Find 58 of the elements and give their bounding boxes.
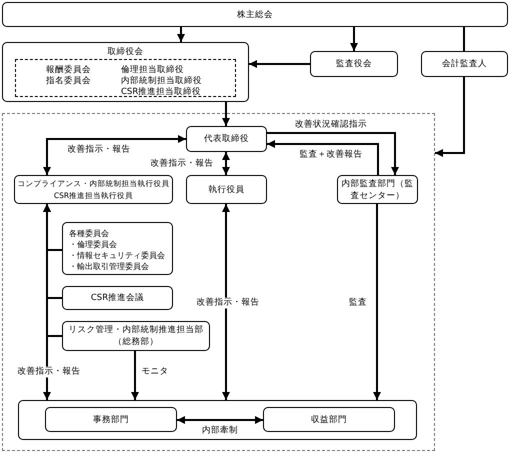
list-item: ・倫理委員会	[69, 239, 118, 250]
org-box	[62, 286, 173, 310]
box-label: 収益部門	[311, 414, 347, 426]
member-label: 指名委員会	[46, 76, 91, 87]
list-item: ・情報セキュリティ委員会	[69, 250, 166, 261]
member-label: CSR推進担当取締役	[121, 87, 202, 98]
dashed-box	[15, 59, 236, 97]
edge-label: 内部牽制	[201, 426, 239, 436]
org-box	[263, 407, 395, 432]
arrow	[177, 416, 263, 424]
arrow	[222, 152, 230, 175]
org-box	[45, 407, 177, 432]
box-label: 代表取締役	[204, 133, 249, 145]
arrow	[350, 27, 358, 51]
edge-label: 改善指示・報告	[150, 158, 214, 170]
arrow	[267, 132, 399, 175]
arrow	[222, 204, 230, 400]
org-box	[310, 51, 398, 77]
org-box	[2, 2, 508, 27]
edge-label: 改善状況確認指示	[294, 120, 368, 130]
arrow	[43, 204, 62, 337]
box-label: 内部監査部門（監査センター）	[340, 178, 414, 202]
box-label: 株主総会	[237, 8, 273, 20]
group-box	[18, 400, 417, 440]
box-label: 監査役会	[336, 58, 372, 70]
org-box	[62, 222, 173, 275]
edge-label: 改善指示・報告	[196, 298, 260, 308]
arrow	[435, 77, 465, 157]
list-item: ・輸出取引管理委員会	[69, 261, 150, 272]
box-label: 事務部門	[93, 414, 129, 426]
box-label: CSR推進会議	[90, 292, 144, 304]
arrow	[249, 60, 310, 68]
arrow	[222, 102, 230, 126]
edge-label: 改善指示・報告	[66, 144, 132, 156]
org-box	[62, 321, 210, 351]
edge-label: モニタ	[140, 366, 170, 378]
edge-label: 監査	[348, 298, 368, 308]
org-box	[14, 175, 173, 204]
connector-line	[463, 27, 465, 51]
org-box	[186, 126, 267, 152]
edge-label: 監査＋改善報告	[298, 150, 364, 160]
box-label: 執行役員	[208, 184, 244, 196]
arrow	[267, 140, 379, 175]
org-box	[421, 51, 508, 77]
box-heading: 取締役会	[106, 46, 144, 58]
arrow	[131, 351, 139, 400]
org-box	[186, 175, 267, 204]
member-label: 倫理担当取締役	[121, 65, 184, 76]
member-label: 報酬委員会	[46, 65, 91, 76]
box-label: 会計監査人	[442, 58, 487, 70]
arrow	[177, 27, 185, 42]
arrow	[373, 204, 381, 400]
box-label: リスク管理・内部統制推進担当部（総務部）	[68, 324, 204, 348]
arrow	[43, 135, 186, 175]
org-box	[2, 42, 249, 102]
member-label: 内部統制担当取締役	[121, 76, 202, 87]
box-heading: 各種委員会	[69, 228, 110, 239]
edge-label: 改善指示・報告	[16, 366, 82, 378]
